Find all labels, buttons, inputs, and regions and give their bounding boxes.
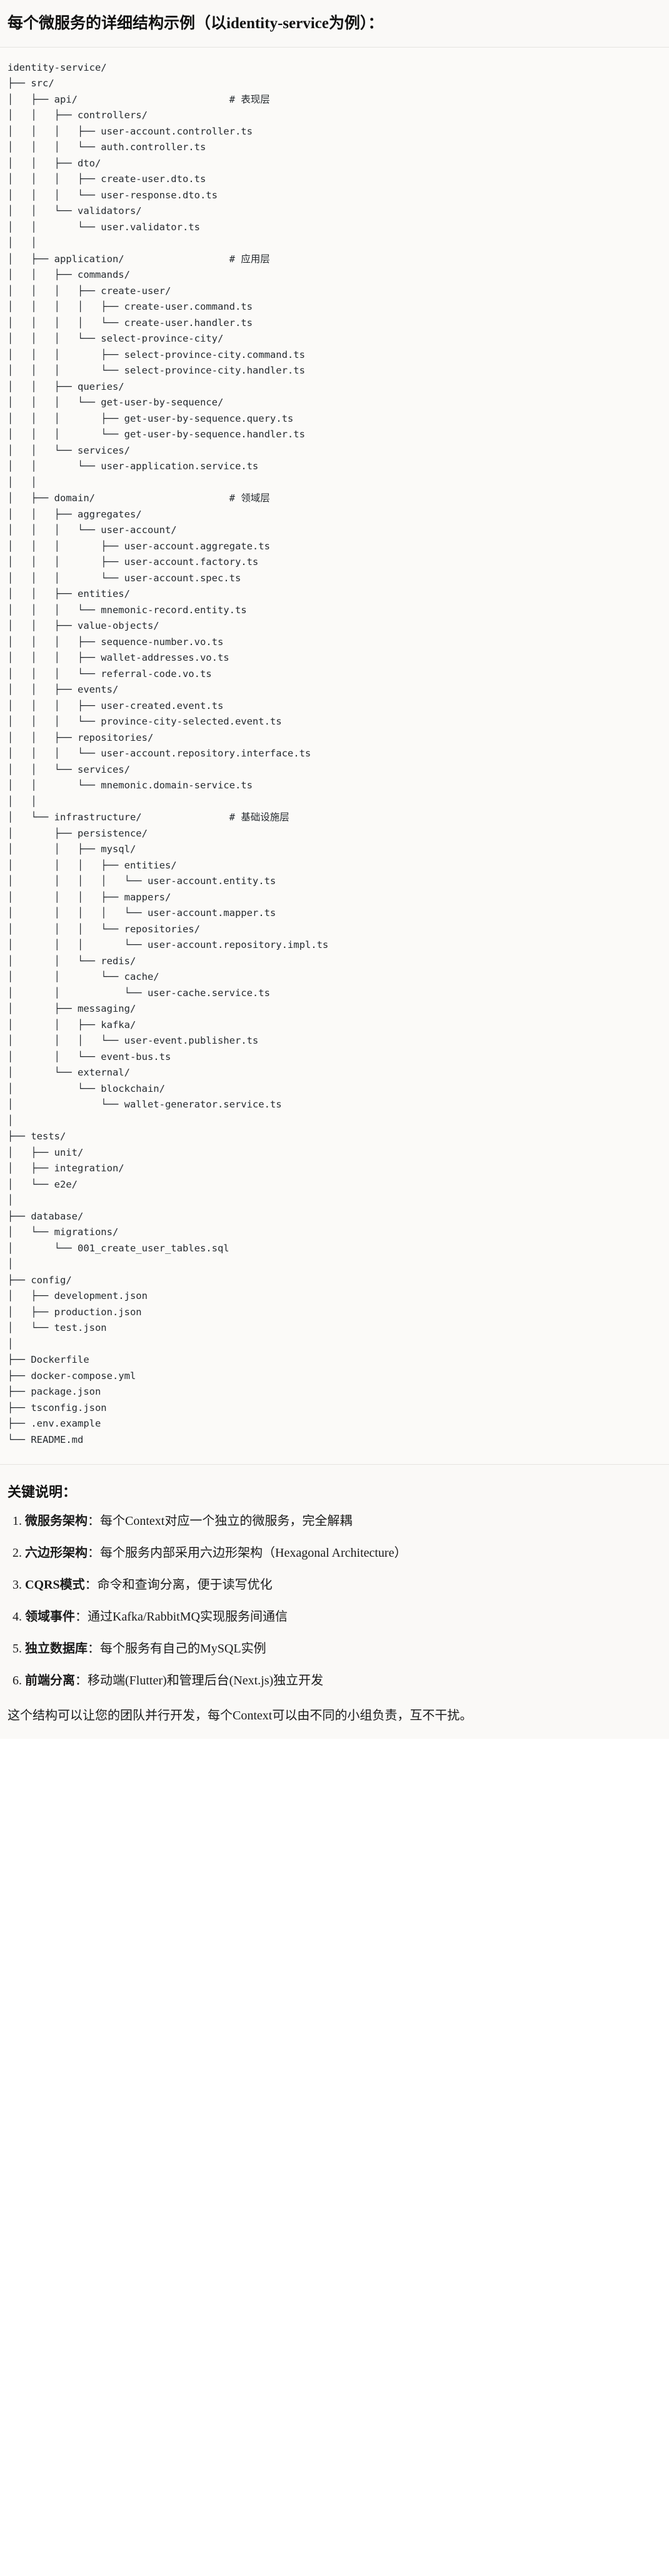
list-item: 六边形架构：每个服务内部采用六边形架构（Hexagonal Architectu…: [25, 1544, 661, 1562]
directory-tree-text: identity-service/ ├── src/ │ ├── api/ # …: [8, 61, 329, 1445]
closing-paragraph: 这个结构可以让您的团队并行开发，每个Context可以由不同的小组负责，互不干扰…: [8, 1709, 473, 1723]
key-notes-list: 微服务架构：每个Context对应一个独立的微服务，完全解耦 六边形架构：每个服…: [8, 1512, 661, 1690]
note-term: 微服务架构: [25, 1514, 88, 1528]
note-desc: ：移动端(Flutter)和管理后台(Next.js)独立开发: [75, 1674, 324, 1688]
note-desc: ：每个服务有自己的MySQL实例: [88, 1642, 266, 1656]
key-notes-band: 关键说明： 微服务架构：每个Context对应一个独立的微服务，完全解耦 六边形…: [0, 1464, 669, 1739]
note-desc: ：每个服务内部采用六边形架构（Hexagonal Architecture）: [88, 1546, 407, 1560]
list-item: CQRS模式：命令和查询分离，便于读写优化: [25, 1576, 661, 1594]
directory-tree-block: identity-service/ ├── src/ │ ├── api/ # …: [0, 47, 669, 1464]
list-item: 前端分离：移动端(Flutter)和管理后台(Next.js)独立开发: [25, 1672, 661, 1690]
note-desc: ：命令和查询分离，便于读写优化: [84, 1578, 273, 1592]
list-item: 领域事件：通过Kafka/RabbitMQ实现服务间通信: [25, 1608, 661, 1626]
note-term: 领域事件: [25, 1610, 75, 1624]
note-term: 独立数据库: [25, 1642, 88, 1656]
note-desc: ：每个Context对应一个独立的微服务，完全解耦: [88, 1514, 353, 1528]
note-desc: ：通过Kafka/RabbitMQ实现服务间通信: [75, 1610, 288, 1624]
key-notes-title: 关键说明：: [8, 1484, 77, 1500]
list-item: 微服务架构：每个Context对应一个独立的微服务，完全解耦: [25, 1512, 661, 1530]
page-title: 每个微服务的详细结构示例（以identity-service为例）：: [8, 15, 384, 32]
note-term: CQRS模式: [25, 1578, 85, 1592]
heading-band: 每个微服务的详细结构示例（以identity-service为例）：: [0, 0, 669, 48]
note-term: 前端分离: [25, 1674, 75, 1688]
list-item: 独立数据库：每个服务有自己的MySQL实例: [25, 1640, 661, 1658]
note-term: 六边形架构: [25, 1546, 88, 1560]
